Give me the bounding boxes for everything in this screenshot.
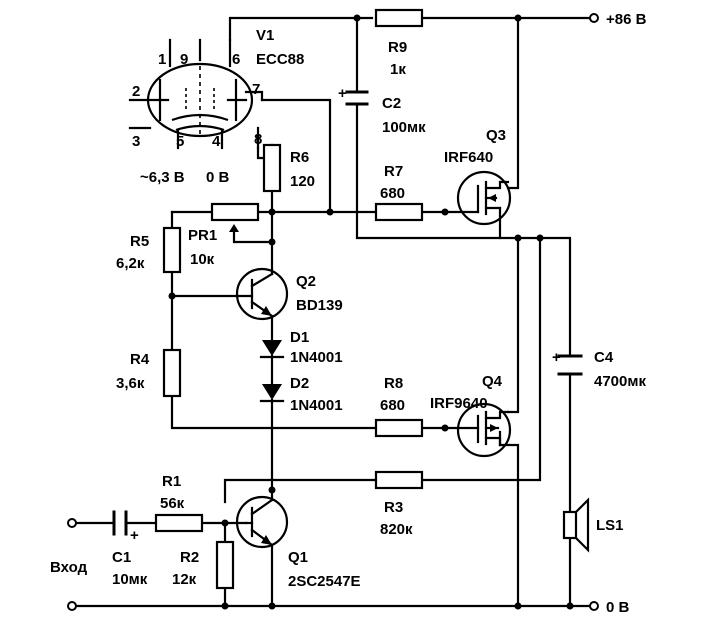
q3-ref: Q3 <box>486 127 506 144</box>
capacitors <box>112 90 583 536</box>
transistor-q2 <box>235 267 289 321</box>
q4-part: IRF9640 <box>430 395 488 412</box>
resistor-r9 <box>374 8 424 28</box>
pr1-value: 10к <box>190 251 215 268</box>
c4-value: 4700мк <box>594 373 646 390</box>
r6-value: 120 <box>290 173 315 190</box>
tube-pin-1: 1 <box>158 51 166 68</box>
q1-part: 2SC2547E <box>288 573 361 590</box>
tube-pin-6: 6 <box>232 51 240 68</box>
resistor-r5 <box>162 226 182 274</box>
junctions <box>168 14 574 610</box>
c1-polarity: + <box>130 527 139 544</box>
capacitor-c1 <box>112 510 128 536</box>
tube-pin-2: 2 <box>132 83 140 100</box>
r5-value: 6,2к <box>116 255 145 272</box>
r3-value: 820к <box>380 521 413 538</box>
r3-ref: R3 <box>384 499 403 516</box>
diode-d2 <box>259 384 285 403</box>
resistor-r3 <box>374 470 424 490</box>
c4-ref: C4 <box>594 349 614 366</box>
c1-ref: C1 <box>112 549 131 566</box>
r9-ref: R9 <box>388 39 407 56</box>
r1-value: 56к <box>160 495 185 512</box>
r2-value: 12к <box>172 571 197 588</box>
c4-polarity: + <box>552 349 561 366</box>
mosfet-q4 <box>443 402 512 458</box>
c1-value: 10мк <box>112 571 148 588</box>
c2-ref: C2 <box>382 95 401 112</box>
resistor-r2 <box>215 540 235 590</box>
mosfet-q3 <box>443 170 512 226</box>
heater-voltage-right: 0 В <box>206 169 230 186</box>
terminal-supply <box>589 13 599 23</box>
resistor-r8 <box>374 418 424 438</box>
tube-pin-7: 7 <box>252 81 260 98</box>
r2-ref: R2 <box>180 549 199 566</box>
terminal-ground <box>589 601 599 611</box>
terminal-input-ground <box>67 601 77 611</box>
speaker-ls1 <box>562 497 590 553</box>
r4-ref: R4 <box>130 351 150 368</box>
tube-pin-9: 9 <box>180 51 188 68</box>
d1-part: 1N4001 <box>290 349 343 366</box>
d1-ref: D1 <box>290 329 309 346</box>
resistor-r1 <box>154 513 204 533</box>
wires <box>74 16 592 608</box>
heater-voltage-left: ~6,3 В <box>140 169 185 186</box>
q2-ref: Q2 <box>296 273 316 290</box>
q2-part: BD139 <box>296 297 343 314</box>
tube-pin-5: 5 <box>176 133 184 150</box>
c2-value: 100мк <box>382 119 426 136</box>
tube-v1 <box>128 38 260 150</box>
tube-pin-3: 3 <box>132 133 140 150</box>
resistor-r6 <box>262 143 282 193</box>
r8-value: 680 <box>380 397 405 414</box>
capacitor-c4 <box>557 354 583 376</box>
input-label: Вход <box>50 559 88 576</box>
terminal-input <box>67 518 77 528</box>
r4-value: 3,6к <box>116 375 145 392</box>
q1-ref: Q1 <box>288 549 308 566</box>
r8-ref: R8 <box>384 375 403 392</box>
ground-label: 0 В <box>606 599 630 616</box>
transistor-q1 <box>235 488 289 549</box>
ls1-ref: LS1 <box>596 517 624 534</box>
r5-ref: R5 <box>130 233 149 250</box>
d2-part: 1N4001 <box>290 397 343 414</box>
r7-value: 680 <box>380 185 405 202</box>
resistors <box>154 8 424 590</box>
q4-ref: Q4 <box>482 373 503 390</box>
pr1-ref: PR1 <box>188 227 217 244</box>
tube-part: ECC88 <box>256 51 304 68</box>
r1-ref: R1 <box>162 473 181 490</box>
tube-pin-8: 8 <box>254 131 262 148</box>
c2-polarity: + <box>338 85 347 102</box>
capacitor-c2 <box>345 90 369 106</box>
tube-ref: V1 <box>256 27 274 44</box>
terminals <box>67 13 599 611</box>
resistor-r7 <box>374 202 424 222</box>
supply-voltage: +86 В <box>606 11 647 28</box>
resistor-r4 <box>162 348 182 398</box>
tube-pin-4: 4 <box>212 133 221 150</box>
d2-ref: D2 <box>290 375 309 392</box>
diode-d1 <box>259 340 285 359</box>
r6-ref: R6 <box>290 149 309 166</box>
r9-value: 1к <box>390 61 406 78</box>
resistor-pr1 <box>210 202 260 222</box>
labels: +86 В 0 В Вход V1 ECC88 1 9 6 2 7 3 5 4 … <box>50 11 647 616</box>
q3-part: IRF640 <box>444 149 493 166</box>
r7-ref: R7 <box>384 163 403 180</box>
